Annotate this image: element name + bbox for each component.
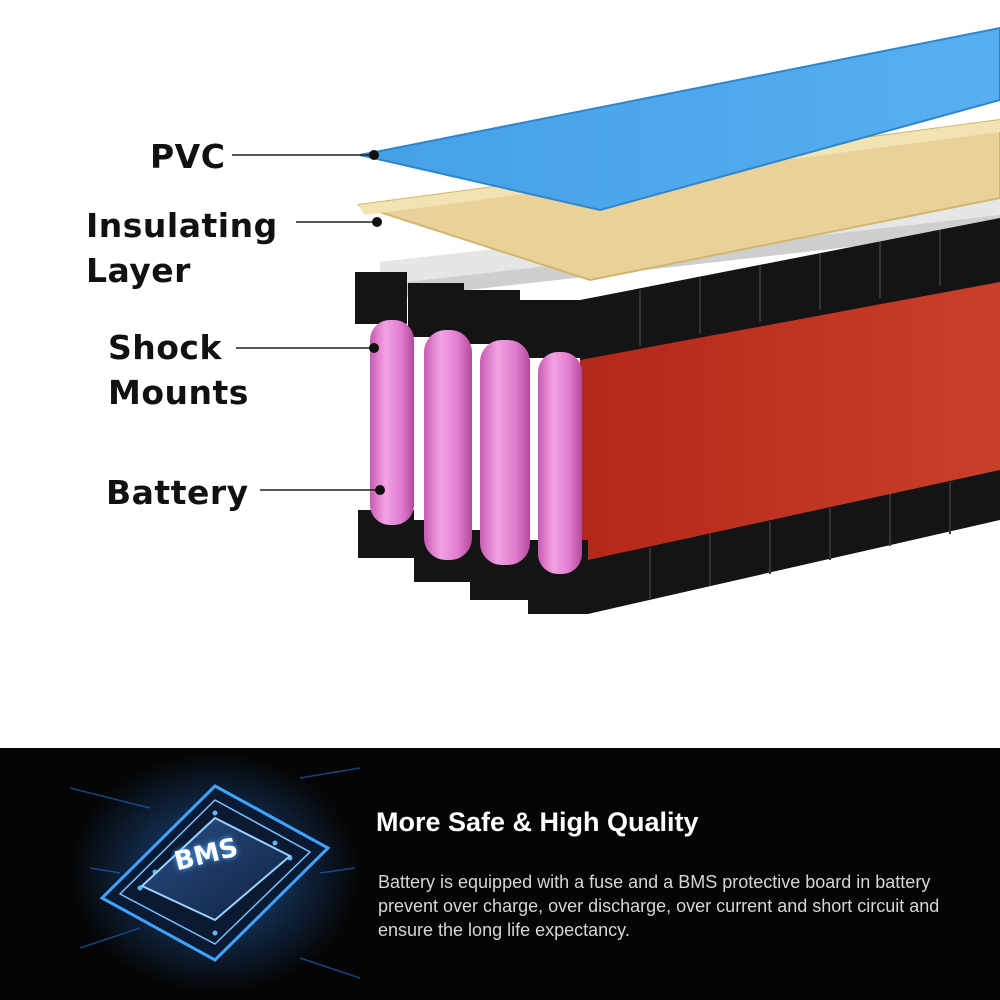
leader-dots	[369, 150, 385, 495]
top-holder-row	[355, 218, 1000, 360]
pvc-label: PVC	[150, 137, 226, 176]
feature-headline: More Safe & High Quality	[376, 807, 699, 837]
pvc-sheet	[359, 26, 1000, 212]
shock-mounts-label: Shock Mounts	[108, 328, 249, 412]
leader-lines	[232, 154, 378, 491]
battery-cells	[370, 320, 582, 574]
feature-description: Battery is equipped with a fuse and a BM…	[378, 872, 940, 940]
bms-chip-icon	[70, 753, 360, 993]
insulating-layer-label: Insulating Layer	[86, 206, 278, 290]
product-diagram-area: PVC Insulating Layer Shock Mounts Batter…	[86, 26, 1000, 614]
battery-label: Battery	[106, 473, 249, 512]
feature-banner: BMS	[0, 748, 1000, 1000]
battery-pack-exploded-view	[232, 26, 1000, 614]
